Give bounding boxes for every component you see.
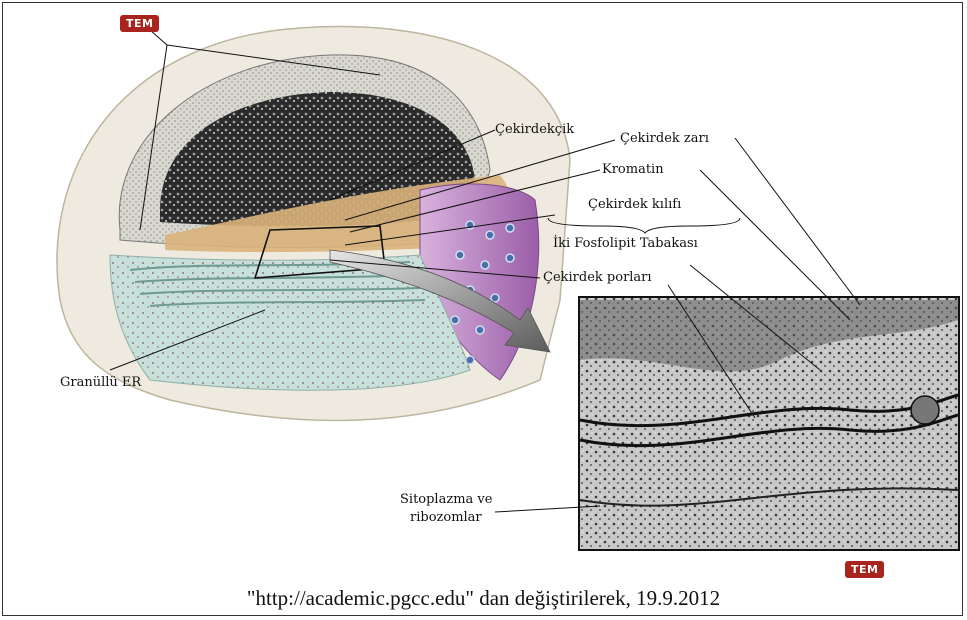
tem-micrograph <box>579 297 959 550</box>
label-nuclear-envelope: Çekirdek kılıfı <box>588 197 681 212</box>
label-cytoplasm-line2: ribozomlar <box>410 510 482 525</box>
label-cytoplasm-line1: Sitoplazma ve <box>400 492 492 507</box>
tem-badge-bottom: TEM <box>845 561 884 578</box>
label-chromatin: Kromatin <box>602 162 664 177</box>
source-caption: "http://academic.pgcc.edu" dan değiştiri… <box>0 586 967 611</box>
label-phospholipid-bilayer: İki Fosfolipit Tabakası <box>553 236 698 251</box>
tem-badge-top: TEM <box>120 15 159 32</box>
envelope-bracket <box>548 218 740 233</box>
label-nuclear-pores: Çekirdek porları <box>543 270 652 285</box>
label-nuclear-membrane: Çekirdek zarı <box>620 131 709 146</box>
label-nucleolus: Çekirdekçik <box>495 122 574 137</box>
label-granular-er: Granüllü ER <box>60 375 141 390</box>
